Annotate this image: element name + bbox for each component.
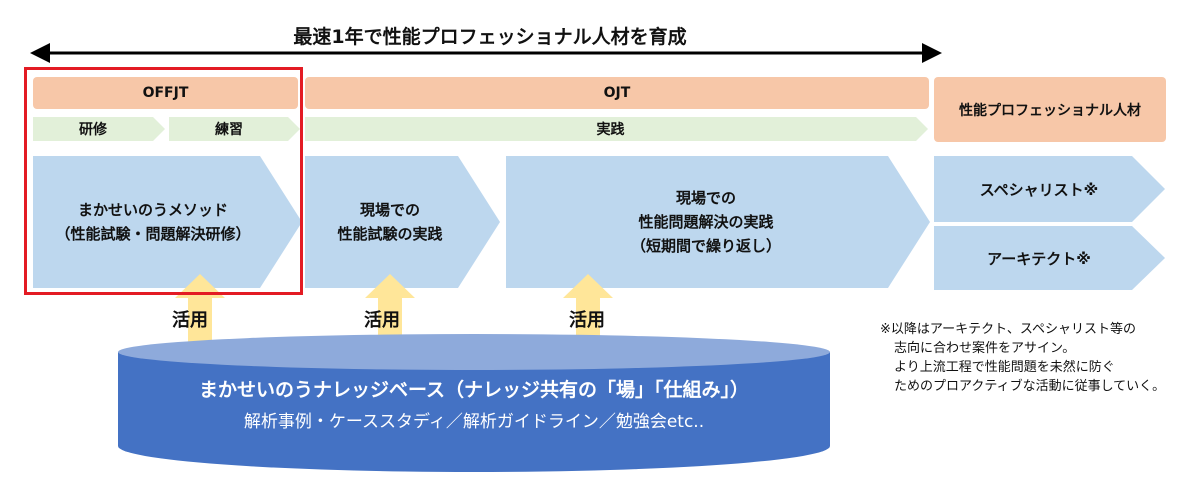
stage-field1-text: 現場での 性能試験の実践 [305,156,475,288]
stage-method-line1: まかせいのうメソッド [77,201,228,219]
stage-field2-text: 現場での 性能問題解決の実践 （短期間で繰り返し） [506,156,906,288]
role-specialist: スペシャリスト※ [979,180,1099,199]
step-renshu-label: 練習 [215,122,243,138]
step-jissen-label: 実践 [596,122,625,138]
stage-field2-line1: 現場での [675,189,736,207]
phase-offjt: OFFJT [33,77,298,109]
stage-chevron-method [33,156,302,288]
stage-chevron-field1 [305,156,500,288]
knowledge-base-cylinder [118,334,830,472]
page-title: 最速1年で性能プロフェッショナル人材を育成 [293,25,687,48]
step-kenshu-label: 研修 [79,122,107,138]
step-chevron-jissen [305,117,928,141]
stage-chevron-field2 [506,156,930,288]
role-assignment-note: ※以降はアーキテクト、スペシャリスト等の 志向に合わせ案件をアサイン。 より上流… [880,320,1190,396]
step-chevron-kenshu [33,117,165,141]
stage-field1-line2: 性能試験の実践 [337,225,443,243]
note-line-2: 志向に合わせ案件をアサイン。 [894,341,1076,356]
stage-field2-line3: （短期間で繰り返し） [630,237,781,255]
stage-method-text: まかせいのうメソッド （性能試験・問題解決研修） [33,156,273,288]
up-arrow-3 [563,274,613,346]
offjt-highlight-box [24,67,303,295]
usage-label-2: 活用 [364,310,400,331]
usage-label-3: 活用 [569,310,605,331]
role-architect: アーキテクト※ [987,249,1091,268]
role-chevron-architect [934,226,1165,290]
phase-ojt: OJT [305,77,929,109]
note-line-3: より上流工程で性能問題を未然に防ぐ [894,360,1115,375]
stage-field2-line2: 性能問題解決の実践 [638,213,774,231]
stage-field1-line1: 現場での [359,201,420,219]
step-chevron-renshu [169,117,300,141]
role-chevron-specialist [934,156,1165,222]
up-arrow-2 [365,274,415,346]
note-line-1: ※以降はアーキテクト、スペシャリスト等の [880,322,1136,337]
knowledge-base-title: まかせいのうナレッジベース（ナレッジ共有の「場」「仕組み」） [198,378,750,401]
usage-label-1: 活用 [172,310,208,331]
stage-method-line2: （性能試験・問題解決研修） [55,225,251,243]
knowledge-base-subtitle: 解析事例・ケーススタディ／解析ガイドライン／勉強会etc.. [243,411,705,432]
note-line-4: ためのプロアクティブな活動に従事していく。 [894,379,1166,394]
timeline-double-arrow [30,43,942,63]
phase-result: 性能プロフェッショナル人材 [934,77,1166,142]
